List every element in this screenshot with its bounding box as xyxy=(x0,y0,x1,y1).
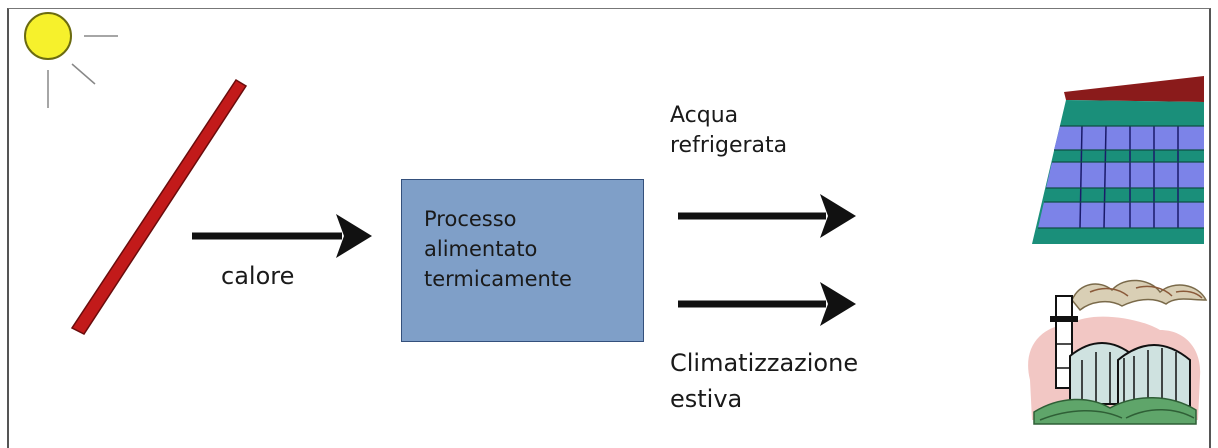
building-icon xyxy=(1032,76,1204,244)
diagram-frame xyxy=(7,8,1211,448)
process-label: Processo alimentato termicamente xyxy=(424,204,572,294)
chilled-water-label-line-1: Acqua xyxy=(670,103,739,128)
chilled-water-label: Acqua refrigerata xyxy=(670,101,787,161)
heat-label: calore xyxy=(221,262,295,290)
summer-cooling-label-line-1: Climatizzazione xyxy=(670,349,859,377)
summer-cooling-label: Climatizzazione estiva xyxy=(670,345,858,417)
process-label-line-2: alimentato xyxy=(424,237,538,261)
process-label-line-1: Processo xyxy=(424,207,517,231)
sun-icon xyxy=(24,12,118,108)
heat-arrow xyxy=(192,214,372,258)
chilled-water-arrow xyxy=(678,194,856,238)
process-label-line-3: termicamente xyxy=(424,267,572,291)
chilled-water-label-line-2: refrigerata xyxy=(670,133,788,158)
summer-cooling-label-line-2: estiva xyxy=(670,385,743,413)
summer-cooling-arrow xyxy=(678,282,856,326)
industrial-plant-icon xyxy=(1028,279,1208,425)
process-box: Processo alimentato termicamente xyxy=(401,179,644,342)
solar-collector-icon xyxy=(70,78,248,335)
